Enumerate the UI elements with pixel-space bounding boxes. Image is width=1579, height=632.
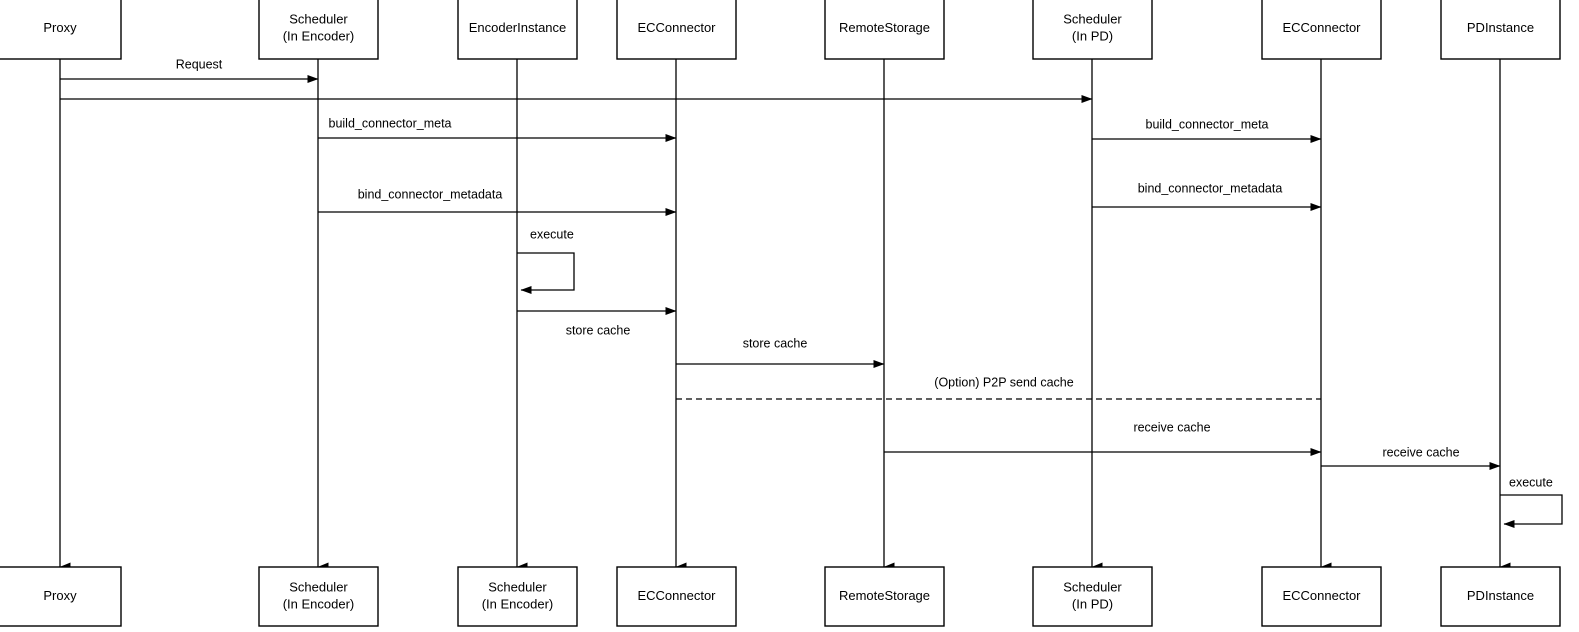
participant-box-shape xyxy=(457,0,578,60)
participant-box-shape xyxy=(1261,0,1382,60)
participant-box-shape xyxy=(258,566,379,627)
message-label: store cache xyxy=(566,323,631,337)
message-label: execute xyxy=(530,227,574,241)
participant-label-line: Proxy xyxy=(43,20,77,35)
participant-box-shape xyxy=(824,0,945,60)
participant-boxes-top: Proxy Scheduler (In Encoder) EncoderInstanc… xyxy=(0,0,1561,60)
participant-bottom-proxy[interactable]: Proxy xyxy=(0,566,122,627)
participant-box-shape xyxy=(1440,566,1561,627)
message-m10[interactable]: (Option) P2P send cache xyxy=(676,375,1321,400)
message-m5[interactable]: bind_connector_metadata xyxy=(318,187,677,216)
message-m3[interactable]: build_connector_meta xyxy=(318,116,677,142)
participant-label-line: ECConnector xyxy=(637,588,716,603)
message-m13[interactable]: execute xyxy=(1500,475,1563,528)
participant-box-shape xyxy=(1261,566,1382,627)
participant-box-shape xyxy=(0,0,122,60)
participant-box-shape xyxy=(0,566,122,627)
participant-label-line: Scheduler xyxy=(289,579,348,594)
participant-label-line: Scheduler xyxy=(1063,579,1122,594)
participant-label-line: Scheduler xyxy=(289,11,348,26)
participant-label-line: ECConnector xyxy=(637,20,716,35)
message-m9[interactable]: store cache xyxy=(676,336,885,368)
lifelines-layer xyxy=(59,59,1511,572)
message-label: build_connector_meta xyxy=(1146,117,1269,131)
participant-label-line: (In Encoder) xyxy=(283,596,355,611)
participant-label-line: PDInstance xyxy=(1467,20,1534,35)
message-m11[interactable]: receive cache xyxy=(884,420,1322,456)
participant-top-ec_conn_pd[interactable]: ECConnector xyxy=(1261,0,1382,60)
participant-bottom-encoder_inst[interactable]: Scheduler (In Encoder) xyxy=(457,566,578,627)
message-m6[interactable]: bind_connector_metadata xyxy=(1092,181,1322,211)
message-label: Request xyxy=(176,57,223,71)
message-label: execute xyxy=(1509,475,1553,489)
participant-label-line: (In PD) xyxy=(1072,596,1113,611)
participant-label-line: ECConnector xyxy=(1282,588,1361,603)
participant-bottom-pd_inst[interactable]: PDInstance xyxy=(1440,566,1561,627)
message-label: bind_connector_metadata xyxy=(1138,181,1283,195)
participant-label-line: Scheduler xyxy=(488,579,547,594)
participant-box-shape xyxy=(457,566,578,627)
participant-bottom-ec_conn_pd[interactable]: ECConnector xyxy=(1261,566,1382,627)
participant-label-line: (In Encoder) xyxy=(283,28,355,43)
participant-bottom-sched_pd[interactable]: Scheduler (In PD) xyxy=(1032,566,1153,627)
messages-layer: Request build_connector_meta build_connect… xyxy=(60,57,1563,528)
participant-box-shape xyxy=(258,0,379,60)
participant-label-line: Proxy xyxy=(43,588,77,603)
message-m4[interactable]: build_connector_meta xyxy=(1092,117,1322,143)
participant-box-shape xyxy=(1032,566,1153,627)
self-call-loop xyxy=(517,252,575,294)
participant-top-encoder_inst[interactable]: EncoderInstance xyxy=(457,0,578,60)
participant-top-pd_inst[interactable]: PDInstance xyxy=(1440,0,1561,60)
participant-boxes-bottom: Proxy Scheduler (In Encoder) Scheduler (In E… xyxy=(0,566,1561,627)
message-label: bind_connector_metadata xyxy=(358,187,503,201)
participant-box-shape xyxy=(1440,0,1561,60)
message-label: build_connector_meta xyxy=(329,116,452,130)
participant-bottom-ec_conn_enc[interactable]: ECConnector xyxy=(616,566,737,627)
participant-label-line: RemoteStorage xyxy=(839,20,930,35)
message-label: store cache xyxy=(743,336,808,350)
message-label: receive cache xyxy=(1382,445,1459,459)
message-label: (Option) P2P send cache xyxy=(934,375,1073,389)
participant-label-line: ECConnector xyxy=(1282,20,1361,35)
participant-bottom-remote_store[interactable]: RemoteStorage xyxy=(824,566,945,627)
participant-top-remote_store[interactable]: RemoteStorage xyxy=(824,0,945,60)
participant-label-line: RemoteStorage xyxy=(839,588,930,603)
self-call-loop xyxy=(1500,494,1563,528)
message-label: receive cache xyxy=(1133,420,1210,434)
message-m1[interactable]: Request xyxy=(60,57,319,83)
message-m7[interactable]: execute xyxy=(517,227,575,294)
participant-top-sched_enc[interactable]: Scheduler (In Encoder) xyxy=(258,0,379,60)
participant-box-shape xyxy=(1032,0,1153,60)
participant-label-line: (In PD) xyxy=(1072,28,1113,43)
message-m8[interactable]: store cache xyxy=(517,307,677,337)
participant-label-line: Scheduler xyxy=(1063,11,1122,26)
participant-label-line: (In Encoder) xyxy=(482,596,554,611)
participant-box-shape xyxy=(616,0,737,60)
participant-box-shape xyxy=(824,566,945,627)
participant-box-shape xyxy=(616,566,737,627)
message-m12[interactable]: receive cache xyxy=(1321,445,1501,470)
participant-top-sched_pd[interactable]: Scheduler (In PD) xyxy=(1032,0,1153,60)
participant-label-line: PDInstance xyxy=(1467,588,1534,603)
participant-top-proxy[interactable]: Proxy xyxy=(0,0,122,60)
participant-top-ec_conn_enc[interactable]: ECConnector xyxy=(616,0,737,60)
participant-label-line: EncoderInstance xyxy=(469,20,567,35)
participant-bottom-sched_enc[interactable]: Scheduler (In Encoder) xyxy=(258,566,379,627)
